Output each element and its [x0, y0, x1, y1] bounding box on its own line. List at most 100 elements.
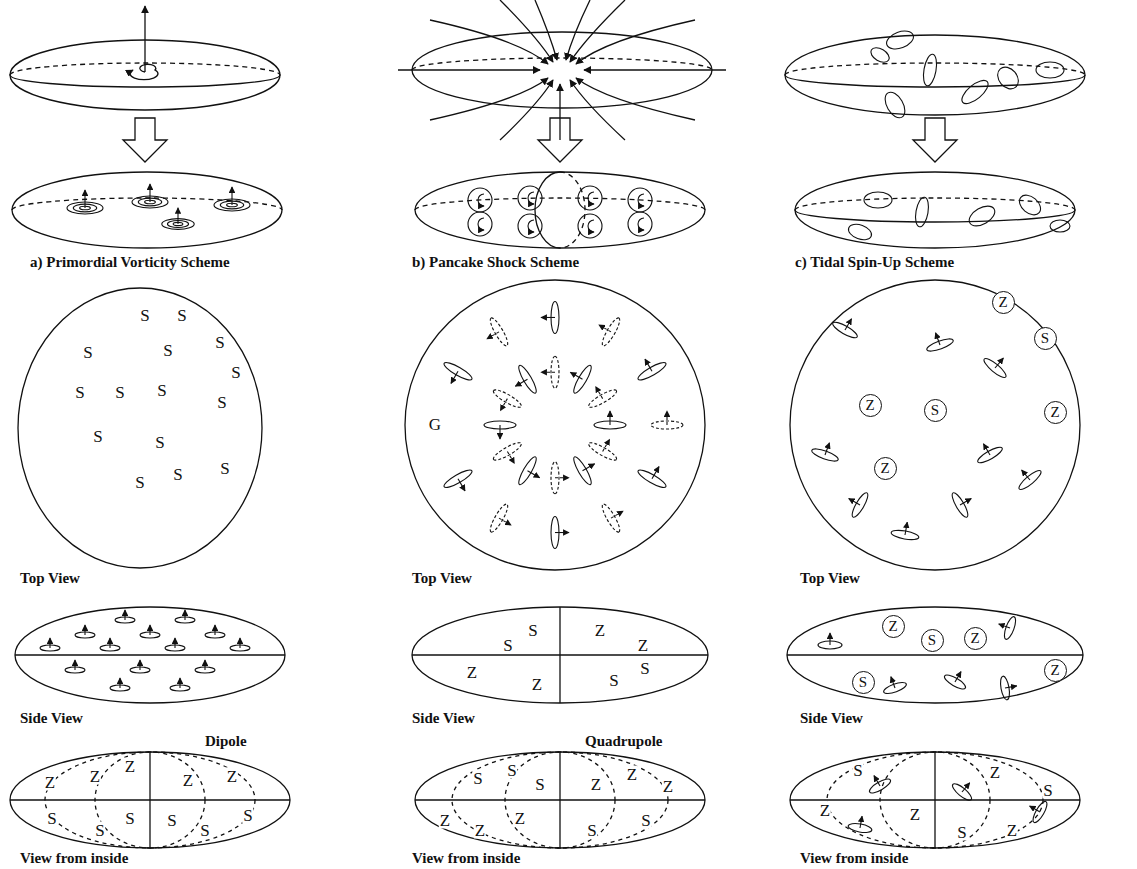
caption-label: View from inside — [800, 851, 908, 866]
circled-letter: Z — [859, 394, 882, 417]
galaxy-disk — [810, 438, 842, 464]
galaxy-disk — [115, 610, 135, 623]
caption-label: Side View — [412, 711, 475, 726]
galaxy-disk — [65, 660, 85, 673]
galaxy-disk — [130, 660, 150, 673]
caption-label: Side View — [20, 711, 83, 726]
spin-letter: S — [214, 334, 225, 351]
caption-label: Top View — [20, 571, 80, 586]
inside-view — [415, 752, 705, 848]
galaxy-disk — [868, 45, 891, 65]
circled-letter: Z — [882, 615, 905, 638]
galaxy-disk — [921, 53, 938, 87]
flow-line — [430, 78, 548, 120]
galaxy-disk — [140, 625, 160, 638]
node-text: Z — [998, 295, 1007, 310]
galaxy-disk — [631, 351, 668, 383]
spin-letter: S — [472, 770, 483, 787]
caption-label: Top View — [800, 571, 860, 586]
galaxy-disk — [1036, 62, 1064, 78]
circled-letter: S — [852, 671, 875, 694]
circled-letter: S — [921, 629, 944, 652]
galaxy-disk — [437, 360, 474, 392]
caption-label: a) Primordial Vorticity Scheme — [30, 255, 230, 270]
galaxy-disk — [484, 421, 516, 439]
flow-line — [500, 80, 553, 140]
rotation-arrow — [130, 64, 158, 79]
spin-letter: S — [156, 382, 167, 399]
caption-label: Dipole — [205, 734, 247, 749]
galaxy-disk — [1011, 461, 1043, 492]
flow-line — [566, 0, 590, 60]
top-view-circle — [405, 280, 705, 570]
spin-letter: S — [230, 364, 241, 381]
spin-letter: Z — [626, 766, 638, 783]
galaxy-disk — [571, 450, 603, 487]
galaxy-disk — [488, 502, 520, 539]
flow-line — [570, 0, 625, 62]
vortex-symbol — [67, 190, 103, 214]
galaxy-disk — [551, 462, 569, 494]
spin-letter: Z — [531, 676, 543, 693]
galaxy-disk — [600, 497, 632, 534]
galaxy-disk — [818, 633, 842, 649]
spin-letter: S — [534, 776, 545, 793]
galaxy-disk — [479, 316, 511, 353]
vortex-ring — [578, 214, 602, 238]
equator-line — [10, 75, 280, 87]
spin-letter: S — [639, 660, 650, 677]
galaxy-disk — [971, 437, 1004, 466]
halo-ellipse — [415, 172, 705, 248]
equator-line — [795, 198, 1075, 210]
node-text: S — [928, 633, 936, 648]
galaxy-disk — [170, 678, 190, 691]
galaxy-disk — [842, 486, 871, 519]
galaxy-disk — [230, 638, 250, 651]
spin-letter: Z — [439, 812, 451, 829]
galaxy-disk — [864, 770, 893, 796]
galaxy-disk — [943, 666, 972, 692]
vortex-ring — [468, 212, 492, 236]
spin-letter: S — [242, 807, 253, 824]
equator-line — [415, 198, 705, 210]
halo-ellipse — [12, 172, 282, 248]
spin-letter: S — [1042, 782, 1053, 799]
spin-letter: Z — [662, 778, 674, 795]
meridian-line — [560, 172, 585, 248]
galaxy-disk — [982, 349, 1014, 380]
flow-line — [430, 20, 548, 64]
spin-letter: S — [162, 342, 173, 359]
spin-letter: S — [586, 822, 597, 839]
node-text: Z — [970, 631, 979, 646]
galaxy-disk — [922, 328, 954, 354]
galaxy-disk — [175, 610, 195, 623]
halo-ellipse — [795, 172, 1075, 248]
galaxy-disk — [195, 660, 215, 673]
galaxy-disk — [100, 638, 120, 651]
top-view-circle — [790, 280, 1080, 570]
spin-letter: Z — [124, 758, 136, 775]
vortex-symbol — [162, 208, 194, 230]
spin-letter: Z — [819, 802, 831, 819]
node-text: Z — [1050, 663, 1059, 678]
galaxy-disk — [651, 411, 683, 429]
meridian-line — [535, 172, 560, 248]
equator-line — [412, 58, 712, 70]
spin-letter: S — [134, 474, 145, 491]
spin-letter: S — [956, 824, 967, 841]
spin-letter: Z — [909, 806, 921, 823]
node-text: S — [859, 675, 867, 690]
galaxy-disk — [487, 387, 524, 419]
galaxy-disk — [562, 358, 594, 395]
galaxy-disk — [958, 76, 992, 107]
hollow-arrow — [538, 118, 582, 162]
side-view-ellipse — [412, 607, 708, 703]
spin-letter: S — [172, 466, 183, 483]
flow-line — [398, 69, 540, 70]
axis-line — [15, 654, 285, 655]
galaxy-disk — [831, 312, 864, 341]
galaxy-disk — [541, 356, 559, 388]
galaxy-disk — [40, 638, 60, 651]
galaxy-disk — [205, 625, 225, 638]
